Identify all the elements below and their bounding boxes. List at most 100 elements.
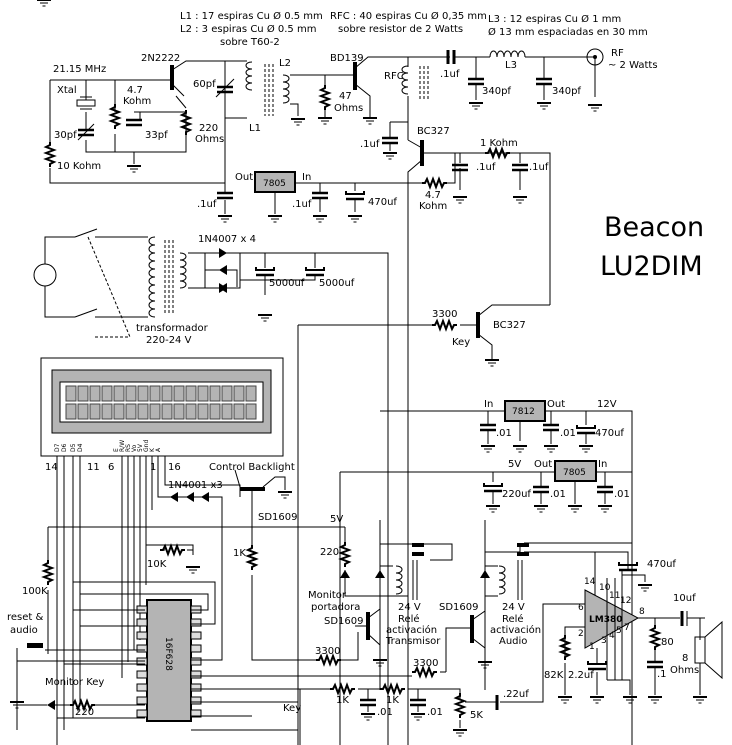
- lcd-cell: [161, 385, 173, 402]
- label-relay2-a: Relé: [502, 613, 524, 625]
- label-reset-audio: audio: [10, 625, 38, 636]
- lcd-pin-16: 16: [168, 462, 181, 473]
- lcd-cell: [125, 403, 137, 420]
- label-spk-8: 8: [682, 653, 688, 664]
- label-r220-led: 220: [75, 707, 94, 718]
- lcd-cell: [209, 385, 221, 402]
- label-r-emit: 220: [199, 123, 218, 134]
- label-r100k: 100K: [22, 586, 48, 597]
- lcd-pin-label: Vo: [131, 444, 138, 452]
- label-bc327-key: BC327: [493, 320, 526, 331]
- label-c022: .22uf: [503, 689, 529, 700]
- regulator-7812: [504, 400, 546, 422]
- mcu-pin-left: [136, 631, 148, 640]
- lcd-pin-label: Gnd: [143, 440, 150, 452]
- lcd-cell: [185, 403, 197, 420]
- lcd-pin-11: 11: [87, 462, 100, 473]
- lcd-pin-label: R/W: [119, 440, 126, 452]
- label-relay1-c: Transmisor: [385, 636, 441, 647]
- label-7805-out: Out: [534, 459, 552, 470]
- lcd-pin-label: K: [149, 447, 156, 452]
- lcd-pin-label: A: [155, 447, 162, 452]
- label-relay1-b: activación: [386, 624, 437, 636]
- mcu-pin-left: [136, 644, 148, 653]
- label-monitor: Monitor: [308, 590, 347, 601]
- label-2n2222: 2N2222: [141, 53, 180, 64]
- label-r-47k: 4.7: [425, 190, 441, 201]
- mcu-pin-right: [190, 618, 202, 627]
- label-c-filter2: .1uf: [529, 162, 549, 173]
- mcu-pin-left: [136, 709, 148, 718]
- label-out: Out: [235, 172, 253, 183]
- label-7805-logic: 7805: [563, 468, 586, 478]
- label-r-base: 4.7: [127, 85, 143, 96]
- lcd-cell: [245, 385, 257, 402]
- lcd-pin-label: E: [113, 448, 120, 452]
- lcd-cell: [197, 385, 209, 402]
- label-relay2-b: activación: [490, 624, 541, 636]
- mcu-pin-right: [190, 709, 202, 718]
- label-r3300-key: 3300: [432, 309, 457, 320]
- mcu-pin-left: [136, 696, 148, 705]
- mcu-pin-right: [190, 670, 202, 679]
- lcd-cell: [245, 403, 257, 420]
- label-sd1609-backlight: SD1609: [258, 512, 298, 523]
- label-r1k-backlight: 1K: [233, 548, 246, 559]
- amp-pin-5: 5: [616, 626, 622, 636]
- mcu-pin-right: [190, 696, 202, 705]
- label-r-base-unit: Kohm: [123, 96, 151, 107]
- label-transformer-v: 220-24 V: [146, 335, 192, 346]
- mcu-pin-left: [136, 618, 148, 627]
- title-line2: LU2DIM: [600, 251, 703, 282]
- label-monitor-key: Monitor Key: [45, 677, 104, 688]
- mains-plug: [33, 263, 57, 287]
- label-spk-ohms: Ohms: [670, 665, 699, 676]
- rf-connector: [586, 48, 604, 66]
- label-c-couple: .1uf: [440, 69, 460, 80]
- label-c-out: .1uf: [197, 199, 217, 210]
- label-r1k-a: 1K: [336, 695, 349, 706]
- label-l1: L1: [249, 123, 261, 134]
- lcd-pin-label: 5V: [137, 443, 144, 452]
- label-frequency: 21.15 MHz: [53, 64, 106, 75]
- label-r-emit-unit: Ohms: [195, 134, 224, 145]
- note-l3a: L3 : 12 espiras Cu Ø 1 mm: [488, 13, 621, 25]
- label-5v: 5V: [508, 459, 521, 470]
- note-l3b: Ø 13 mm espaciadas en 30 mm: [488, 26, 648, 38]
- lcd-cell: [65, 403, 77, 420]
- note-rfc1: RFC : 40 espiras Cu Ø 0,35 mm: [330, 10, 487, 22]
- label-c-dec: .1uf: [360, 139, 380, 150]
- label-c220: 220uf: [502, 489, 531, 500]
- lcd-cell: [65, 385, 77, 402]
- lcd-pin-6: 6: [108, 462, 114, 473]
- label-12v: 12V: [597, 399, 617, 410]
- label-r47-unit: Ohms: [334, 103, 363, 114]
- amp-pin-2: 2: [578, 629, 584, 639]
- amp-pin-10: 10: [599, 583, 611, 593]
- label-7812: 7812: [512, 407, 535, 417]
- lcd-pin-label: RS: [125, 444, 132, 452]
- label-c01-a: .01: [377, 707, 393, 718]
- label-1n4001: 1N4001 x3: [168, 480, 223, 491]
- label-c-tune: 60pf: [193, 79, 216, 90]
- rf-supply: [215, 139, 551, 745]
- label-xtal: Xtal: [57, 85, 77, 96]
- lcd-cell: [149, 403, 161, 420]
- mcu-pin-left: [136, 670, 148, 679]
- label-portadora: portadora: [311, 602, 360, 613]
- label-7805-rf: 7805: [263, 179, 286, 189]
- label-c-470: 470uf: [368, 197, 397, 208]
- label-c340-2: 340pf: [552, 86, 581, 97]
- lcd-pin-label: D6: [61, 443, 68, 452]
- label-c340-1: 340pf: [482, 86, 511, 97]
- lcd-cell: [101, 403, 113, 420]
- lcd-module[interactable]: [40, 357, 284, 457]
- label-1n4007: 1N4007 x 4: [198, 234, 256, 245]
- label-pot-10k: 10K: [147, 559, 167, 570]
- lcd-cell: [161, 403, 173, 420]
- mcu-pin-left: [136, 683, 148, 692]
- label-5v-rail: 5V: [330, 514, 343, 525]
- amp-pin-14: 14: [584, 577, 596, 587]
- label-r3300-audio: 3300: [413, 658, 438, 669]
